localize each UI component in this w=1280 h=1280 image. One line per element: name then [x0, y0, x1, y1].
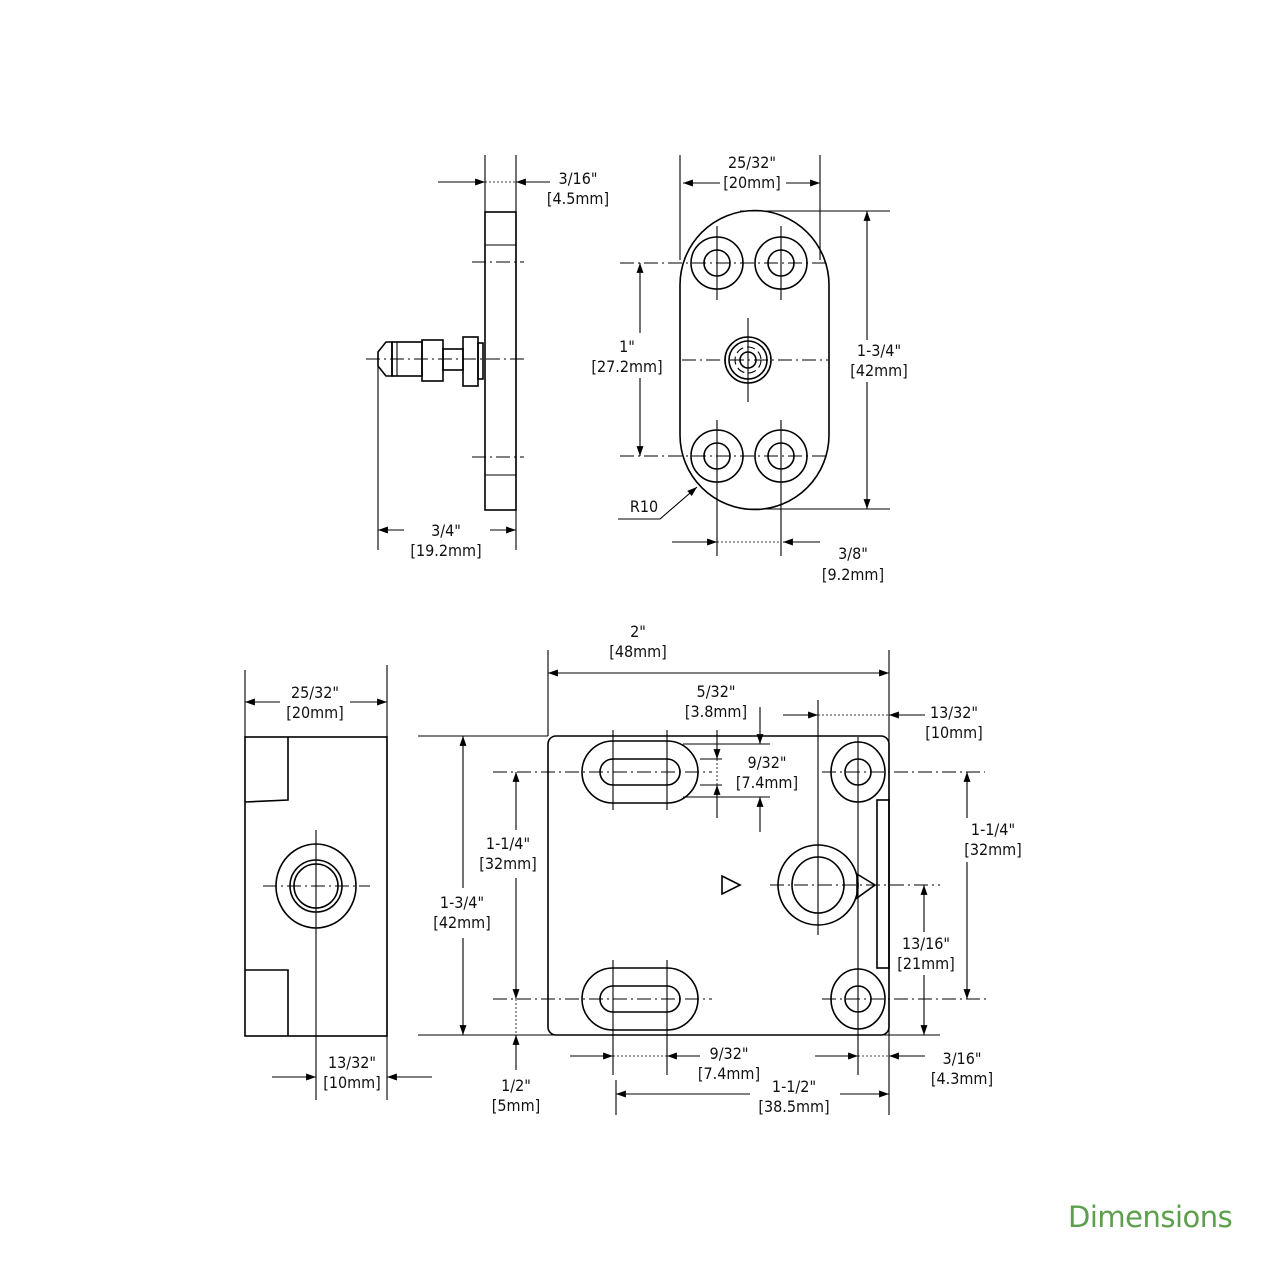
top-side-view: 3/16" [4.5mm] 3/4" [19.2mm]: [366, 155, 609, 560]
dim-height-in: 1-3/4": [857, 341, 901, 360]
dim-right-margin-in: 3/16": [943, 1049, 982, 1068]
dim-right-margin-mm: [4.3mm]: [931, 1069, 993, 1088]
dim-body-width-in: 2": [630, 622, 646, 641]
dim-body-height-in: 1-3/4": [440, 893, 484, 912]
dim-slot-length-mm: [7.4mm]: [698, 1064, 760, 1083]
dim-hole-spacing-left-mm: [32mm]: [479, 854, 537, 873]
dim-right-offset-in: 13/32": [930, 703, 978, 722]
dim-center-height-in: 13/16": [902, 934, 950, 953]
plate-outline: [679, 209, 830, 511]
stud: [377, 336, 484, 387]
dim-hole-spacing-left-in: 1-1/4": [486, 834, 530, 853]
dim-depth-in: 3/4": [431, 521, 461, 540]
bottom-side-view: 25/32" [20mm] 13/32" [10mm]: [244, 665, 432, 1100]
dim-width-in: 25/32": [728, 153, 776, 172]
dim-bottom-margin-in: 1/2": [501, 1076, 531, 1095]
dim-radius: R10: [630, 497, 658, 516]
dim-hole-spacing-h-in: 3/8": [838, 544, 868, 563]
dim-width-mm: [20mm]: [723, 173, 781, 192]
dim-hole-spacing-right-in: 1-1/4": [971, 820, 1015, 839]
arrow-marker-icon: [856, 872, 877, 900]
dim-bottom-margin-mm: [5mm]: [492, 1096, 540, 1115]
arrow-marker-icon: [721, 874, 742, 896]
dim-hole-spacing-right-mm: [32mm]: [964, 840, 1022, 859]
dim-hole-span-mm: [38.5mm]: [758, 1097, 829, 1116]
dim-side-width-in: 25/32": [291, 683, 339, 702]
caption-title: Dimensions: [1068, 1200, 1233, 1234]
dim-slot-offset-mm: [3.8mm]: [685, 702, 747, 721]
dim-hole-spacing-v-in: 1": [619, 337, 635, 356]
dim-center-height-mm: [21mm]: [897, 954, 955, 973]
dim-slot-offset-in: 5/32": [697, 682, 736, 701]
dim-body-width-mm: [48mm]: [609, 642, 667, 661]
dim-hole-spacing-h-mm: [9.2mm]: [822, 565, 884, 584]
dim-hole-spacing-v-mm: [27.2mm]: [591, 357, 662, 376]
bottom-front-view: 2" [48mm] 5/32" [3.8mm] 9/32" [7.4mm] 13…: [418, 622, 1022, 1116]
dim-right-offset-mm: [10mm]: [925, 723, 983, 742]
dim-height-mm: [42mm]: [850, 361, 908, 380]
dim-hole-span-in: 1-1/2": [772, 1077, 816, 1096]
dim-thickness-mm: [4.5mm]: [547, 189, 609, 208]
dim-thickness-in: 3/16": [559, 169, 598, 188]
dim-center-offset-in: 13/32": [328, 1053, 376, 1072]
dim-body-height-mm: [42mm]: [433, 913, 491, 932]
dim-side-width-mm: [20mm]: [286, 703, 344, 722]
slots: [581, 740, 699, 1031]
top-front-view: 25/32" [20mm] 1-3/4" [42mm] 1" [27.2mm] …: [591, 153, 907, 584]
dim-depth-mm: [19.2mm]: [410, 541, 481, 560]
dim-slot-height-in: 9/32": [748, 753, 787, 772]
dim-slot-length-in: 9/32": [710, 1044, 749, 1063]
dim-slot-height-mm: [7.4mm]: [736, 773, 798, 792]
dim-center-offset-mm: [10mm]: [323, 1073, 381, 1092]
plate-side: [484, 211, 517, 511]
